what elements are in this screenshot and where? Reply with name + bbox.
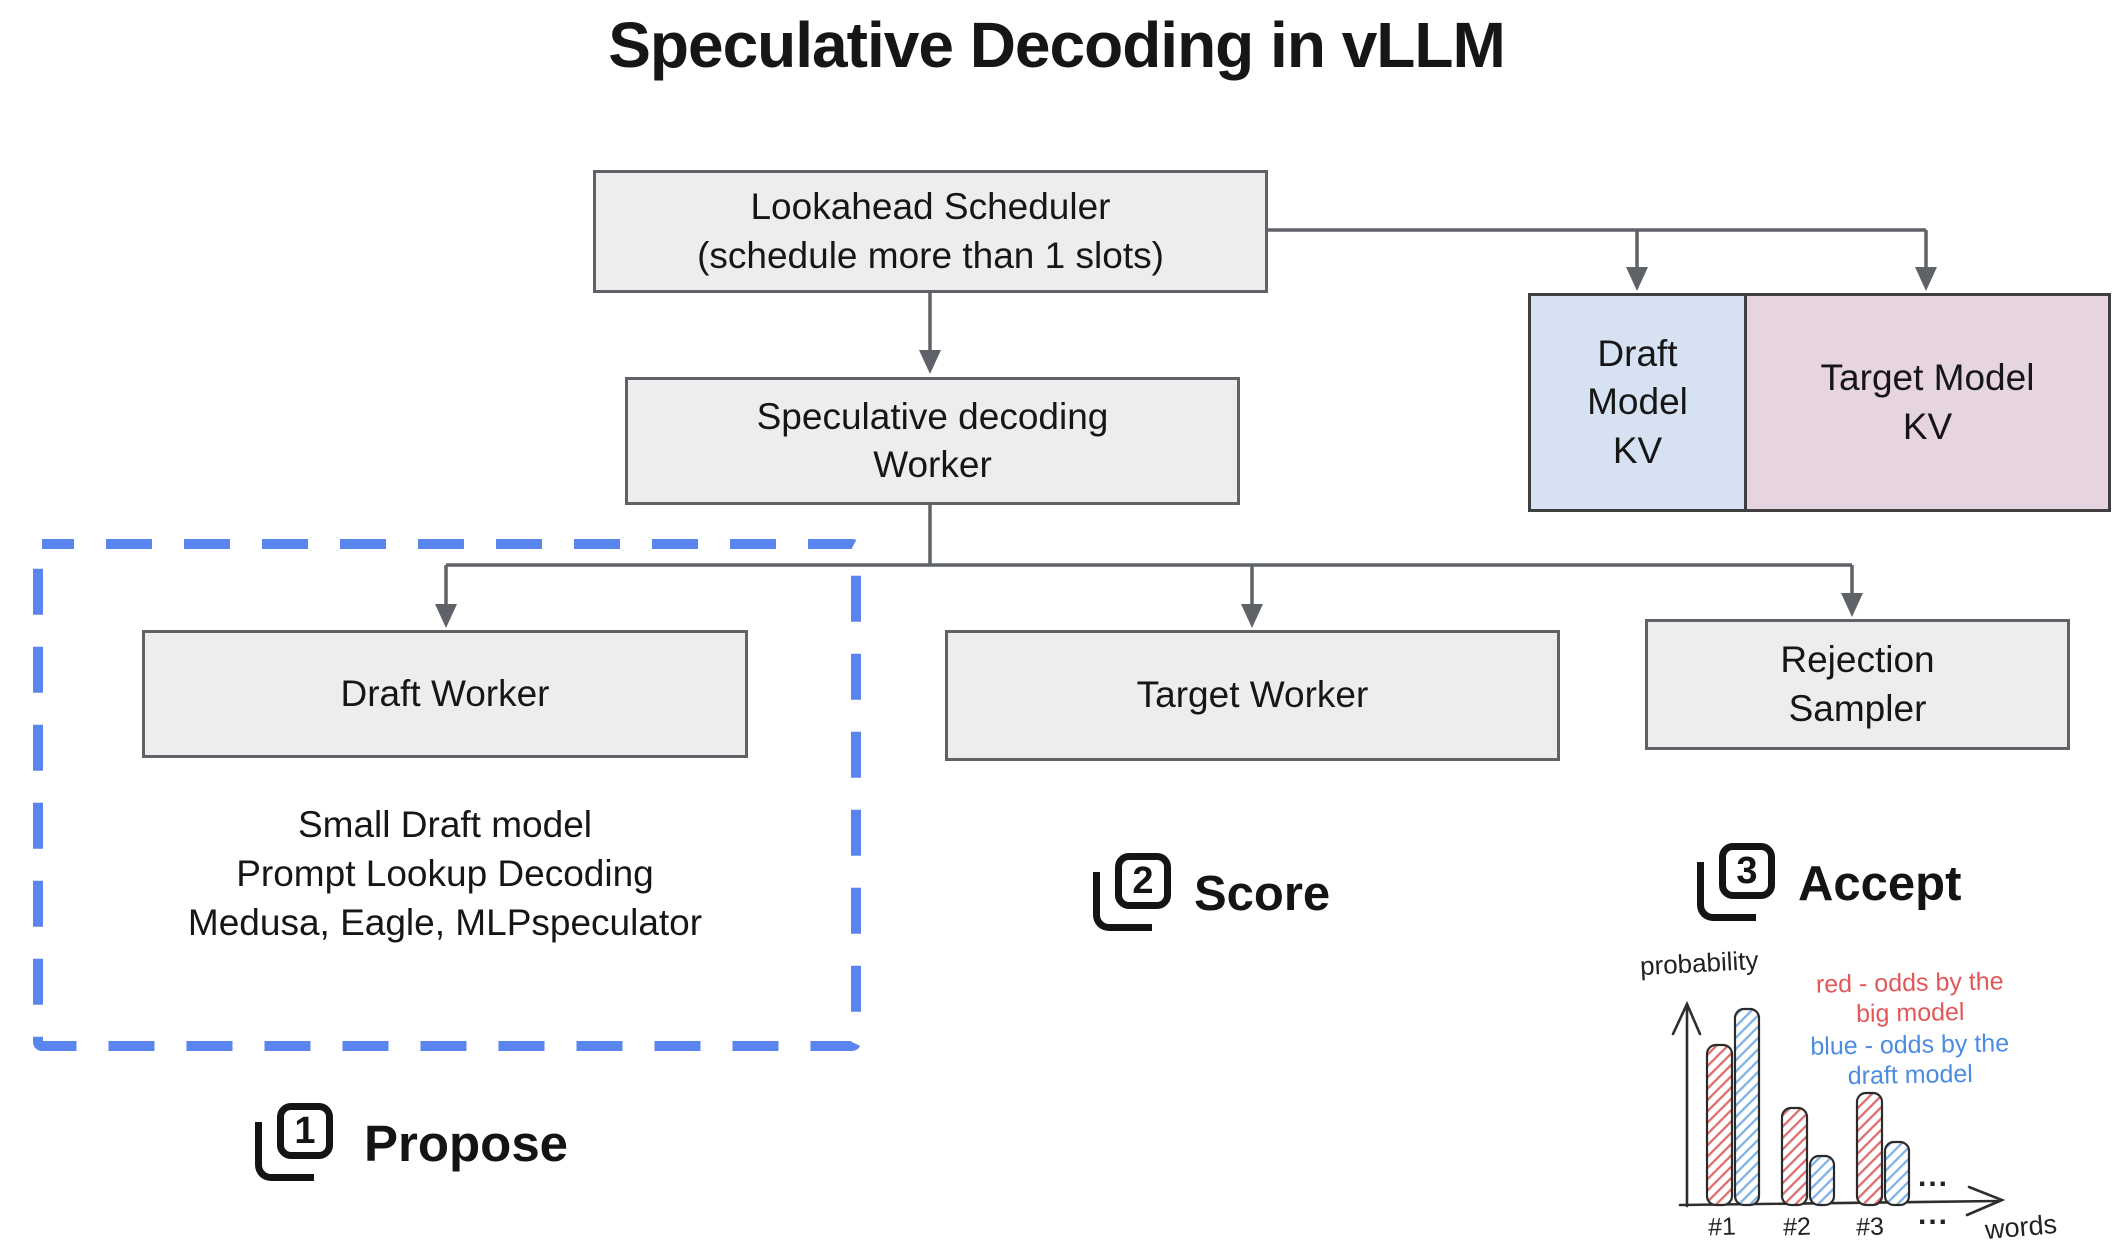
legend-red-line2: big model bbox=[1855, 998, 1965, 1028]
step-number-box: 2 bbox=[1115, 853, 1171, 909]
chart-bar bbox=[1808, 1154, 1836, 1207]
target-worker-node: Target Worker bbox=[945, 630, 1560, 761]
step-number-box: 1 bbox=[277, 1103, 333, 1159]
chart-x-arrowhead bbox=[1965, 1185, 2006, 1217]
draft-methods-line1: Small Draft model bbox=[297, 804, 593, 845]
scheduler-to-kv-line bbox=[1268, 228, 1928, 269]
lookahead-scheduler-node: Lookahead Scheduler (schedule more than … bbox=[593, 170, 1268, 293]
step-1-label: Propose bbox=[364, 1115, 569, 1172]
scheduler-line2: (schedule more than 1 slots) bbox=[697, 234, 1164, 276]
target-worker-label: Target Worker bbox=[1136, 674, 1369, 716]
page-title: Speculative Decoding in vLLM bbox=[608, 9, 1506, 81]
rejection-sampler-node: Rejection Sampler bbox=[1645, 619, 2070, 750]
ellipsis-annotation: ... bbox=[1918, 1198, 1950, 1231]
spec-worker-line1: Speculative decoding bbox=[756, 395, 1109, 437]
draft-worker-node: Draft Worker bbox=[142, 630, 748, 758]
arrowhead-target-kv bbox=[1915, 267, 1937, 291]
legend-red-entry: red - odds by the big model bbox=[1750, 965, 2071, 1031]
stacked-layer-shape bbox=[255, 1122, 314, 1181]
step-number-box: 3 bbox=[1719, 843, 1775, 899]
step-1-number: 1 bbox=[294, 1109, 316, 1152]
scheduler-line1: Lookahead Scheduler bbox=[750, 186, 1111, 228]
draft-kv-line3: KV bbox=[1612, 429, 1663, 471]
chart-bar bbox=[1733, 1007, 1761, 1207]
chart-bar bbox=[1883, 1140, 1911, 1207]
ellipsis-annotation: ... bbox=[1918, 1160, 1950, 1193]
step-2-label: Score bbox=[1194, 867, 1331, 921]
target-kv-line1: Target Model bbox=[1820, 357, 2035, 399]
filter-1-icon: 1 bbox=[255, 1103, 333, 1181]
chart-xlabel: words bbox=[1983, 1208, 2059, 1246]
arrowhead-draft-kv bbox=[1626, 267, 1648, 291]
arrowhead-target-worker bbox=[1241, 604, 1263, 628]
legend-blue-line2: draft model bbox=[1847, 1059, 1974, 1091]
draft-methods-text: Small Draft model Prompt Lookup Decoding… bbox=[50, 800, 840, 947]
target-model-kv-node: Target Model KV bbox=[1744, 293, 2111, 512]
stacked-layer-shape bbox=[1697, 862, 1756, 921]
legend-blue-entry: blue - odds by the draft model bbox=[1750, 1027, 2071, 1093]
worker-tree-line bbox=[444, 505, 1854, 606]
draft-kv-line2: Model bbox=[1587, 381, 1688, 423]
target-kv-line2: KV bbox=[1902, 405, 1953, 447]
arrowhead-draft-worker bbox=[435, 604, 457, 628]
rejection-line1: Rejection bbox=[1780, 639, 1935, 681]
stacked-layer-shape bbox=[1093, 872, 1152, 931]
rejection-line2: Sampler bbox=[1788, 687, 1927, 729]
draft-worker-label: Draft Worker bbox=[340, 672, 550, 714]
chart-category-label: #1 bbox=[1707, 1212, 1737, 1242]
chart-ylabel: probability bbox=[1639, 944, 1760, 982]
draft-methods-line3: Medusa, Eagle, MLPspeculator bbox=[187, 902, 703, 943]
chart-bar bbox=[1780, 1106, 1809, 1207]
chart-bar bbox=[1705, 1043, 1734, 1207]
draft-kv-line1: Draft bbox=[1597, 333, 1678, 375]
propose-dashed-region bbox=[33, 539, 861, 1051]
draft-model-kv-node: Draft Model KV bbox=[1528, 293, 1747, 512]
spec-worker-line2: Worker bbox=[873, 444, 992, 485]
arrowhead-spec-worker bbox=[919, 350, 941, 374]
chart-y-arrowhead bbox=[1671, 1000, 1702, 1036]
chart-bar bbox=[1855, 1091, 1884, 1207]
step-3-number: 3 bbox=[1736, 849, 1758, 892]
chart-x-axis bbox=[1678, 1199, 1999, 1207]
filter-2-icon: 2 bbox=[1093, 853, 1171, 931]
chart-category-label: #2 bbox=[1782, 1212, 1812, 1242]
chart-category-label: #3 bbox=[1855, 1212, 1885, 1242]
draft-methods-line2: Prompt Lookup Decoding bbox=[236, 853, 654, 894]
chart-bars bbox=[1705, 1007, 1911, 1207]
speculative-decoding-worker-node: Speculative decoding Worker bbox=[625, 377, 1240, 505]
arrowhead-rejection-sampler bbox=[1841, 593, 1863, 617]
step-3-label: Accept bbox=[1798, 857, 1962, 911]
step-2-number: 2 bbox=[1132, 859, 1154, 902]
filter-3-icon: 3 bbox=[1697, 843, 1775, 921]
